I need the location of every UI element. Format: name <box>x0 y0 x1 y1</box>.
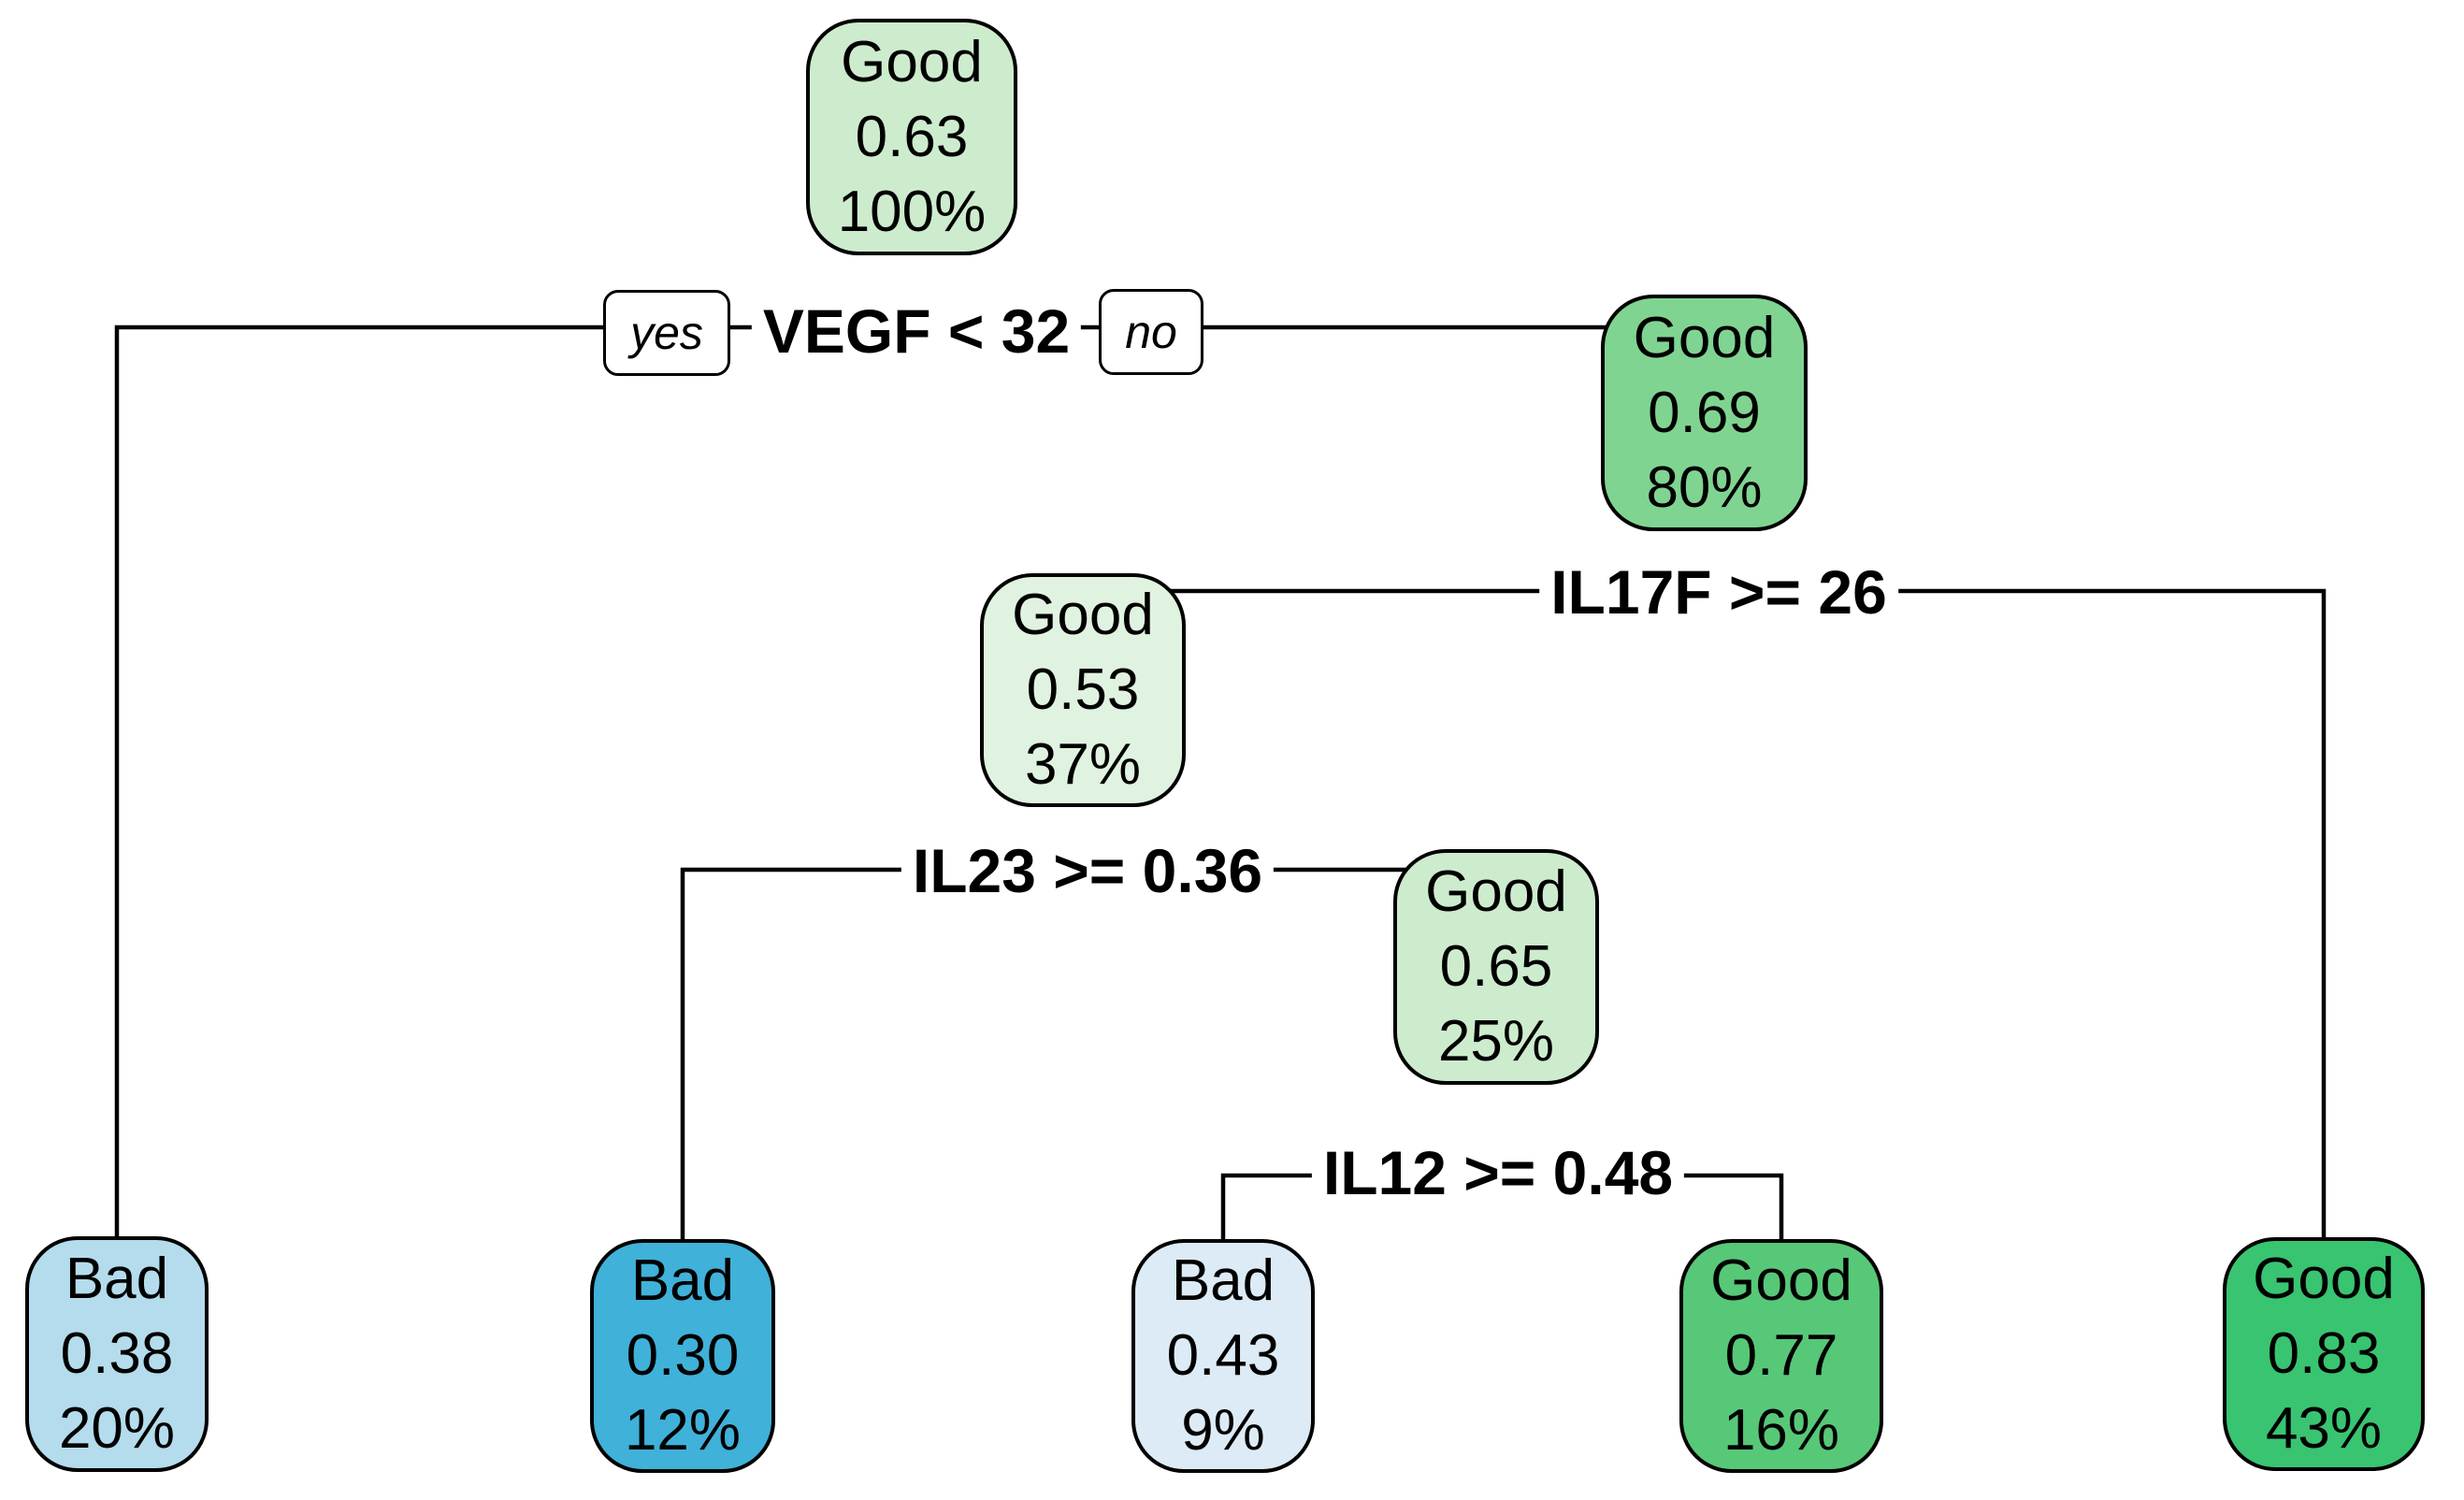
node-root-good: Good 0.63 100% <box>806 19 1017 255</box>
node-probability: 0.30 <box>626 1323 740 1388</box>
node-class-label: Bad <box>65 1247 169 1311</box>
split-label-il23: IL23 >= 0.36 <box>901 834 1275 907</box>
leaf-bad-038: Bad 0.38 20% <box>25 1236 209 1472</box>
node-class-label: Bad <box>630 1248 735 1313</box>
node-probability: 0.69 <box>1648 380 1761 445</box>
node-coverage: 25% <box>1437 1009 1555 1074</box>
node-coverage: 80% <box>1646 454 1763 520</box>
node-class-label: Good <box>841 29 983 94</box>
no-edge-label: no <box>1099 289 1203 375</box>
node-coverage: 9% <box>1181 1398 1265 1463</box>
leaf-good-077: Good 0.77 16% <box>1679 1239 1883 1473</box>
node-coverage: 43% <box>2265 1396 2383 1461</box>
node-class-label: Good <box>2253 1247 2395 1311</box>
node-coverage: 16% <box>1722 1398 1840 1463</box>
leaf-bad-030: Bad 0.30 12% <box>590 1239 775 1473</box>
node-coverage: 20% <box>58 1396 176 1461</box>
node-good-053: Good 0.53 37% <box>980 573 1186 807</box>
node-probability: 0.65 <box>1439 934 1553 999</box>
node-class-label: Good <box>1012 583 1154 647</box>
node-class-label: Good <box>1710 1248 1852 1313</box>
branch-vegf-split <box>114 325 1704 1238</box>
node-coverage: 12% <box>624 1398 742 1463</box>
node-good-069: Good 0.69 80% <box>1601 295 1808 531</box>
node-good-065: Good 0.65 25% <box>1393 849 1599 1085</box>
split-label-il17f: IL17F >= 26 <box>1539 555 1898 628</box>
yes-edge-label: yes <box>603 290 730 376</box>
node-probability: 0.38 <box>60 1321 174 1386</box>
node-probability: 0.53 <box>1026 657 1140 722</box>
node-class-label: Good <box>1425 859 1567 924</box>
split-label-il12: IL12 >= 0.48 <box>1311 1136 1685 1209</box>
node-probability: 0.63 <box>855 104 969 169</box>
node-class-label: Bad <box>1171 1248 1275 1313</box>
split-label-vegf: VEGF < 32 <box>751 295 1082 368</box>
node-class-label: Good <box>1633 305 1776 370</box>
node-coverage: 100% <box>837 179 987 244</box>
branch-il17f-split <box>1083 588 2327 1241</box>
leaf-bad-043: Bad 0.43 9% <box>1131 1239 1315 1473</box>
node-probability: 0.83 <box>2267 1321 2381 1386</box>
node-probability: 0.77 <box>1724 1323 1838 1388</box>
leaf-good-083: Good 0.83 43% <box>2223 1237 2425 1471</box>
node-coverage: 37% <box>1024 732 1142 797</box>
node-probability: 0.43 <box>1166 1323 1280 1388</box>
